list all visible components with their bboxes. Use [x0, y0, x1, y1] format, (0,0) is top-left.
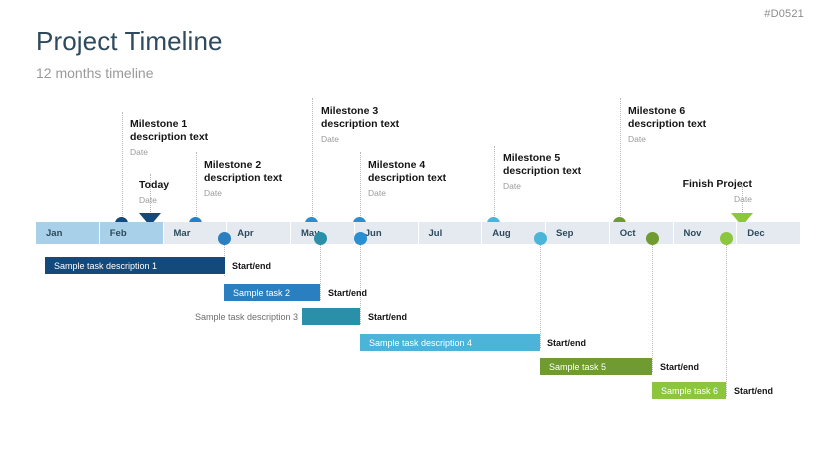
month-label: Oct — [619, 227, 636, 239]
month-label: Mar — [173, 227, 191, 239]
milestone-date: Date — [368, 188, 386, 198]
milestone-title: Milestone 1 — [130, 118, 188, 130]
milestone-label-1: Milestone 1 description text Date — [130, 118, 208, 157]
month-cell-sep[interactable]: Sep — [546, 222, 610, 244]
milestone-date: Date — [130, 147, 148, 157]
month-label: Jun — [364, 227, 382, 239]
document-id: #D0521 — [764, 8, 804, 20]
milestone-guide-finish — [742, 186, 743, 214]
milestone-date: Date — [321, 134, 339, 144]
month-cell-oct[interactable]: Oct — [609, 222, 674, 244]
month-cell-feb[interactable]: Feb — [99, 222, 164, 244]
task-startend-1: Start/end — [232, 261, 272, 271]
task-startend-2: Start/end — [328, 288, 368, 298]
milestone-date: Date — [628, 134, 646, 144]
milestone-title: Milestone 4 — [368, 159, 426, 171]
task-marker-2[interactable] — [314, 232, 327, 245]
milestone-title: Finish Project — [682, 178, 752, 190]
month-label: May — [301, 227, 320, 239]
milestone-title: Milestone 2 — [204, 159, 262, 171]
month-label: Jan — [46, 227, 63, 239]
milestone-label-4: Milestone 4 description text Date — [368, 159, 446, 198]
month-cell-aug[interactable]: Aug — [482, 222, 546, 244]
task-label-3: Sample task description 3 — [194, 312, 298, 322]
milestone-title: Today — [139, 179, 170, 191]
month-label: Jul — [428, 227, 443, 239]
task-bar-5[interactable]: Sample task 5 — [540, 358, 652, 375]
milestone-date: Date — [139, 195, 157, 205]
task-bar-6[interactable]: Sample task 6 — [652, 382, 726, 399]
task-marker-5[interactable] — [646, 232, 659, 245]
milestone-subtitle: description text — [321, 118, 400, 130]
task-bar-1[interactable]: Sample task description 1 — [45, 257, 225, 274]
task-guide-3 — [360, 242, 361, 324]
task-marker-3[interactable] — [354, 232, 367, 245]
milestone-date: Date — [503, 181, 521, 191]
milestone-subtitle: description text — [130, 131, 209, 143]
milestone-date: Date — [204, 188, 222, 198]
month-cell-jul[interactable]: Jul — [418, 222, 483, 244]
milestone-guide-today — [150, 174, 151, 214]
task-bar-4[interactable]: Sample task description 4 — [360, 334, 540, 351]
milestone-title: Milestone 6 — [628, 105, 686, 117]
month-label: Feb — [109, 227, 127, 239]
milestone-label-finish: Finish Project Date — [620, 178, 752, 204]
task-label: Sample task 5 — [549, 361, 607, 372]
milestone-subtitle: description text — [204, 172, 283, 184]
page-subtitle: 12 months timeline — [36, 65, 154, 81]
task-startend-3: Start/end — [368, 312, 408, 322]
month-axis: Jan Feb Mar Apr May Jun Jul Aug Sep Oct … — [36, 222, 800, 244]
task-guide-2 — [320, 242, 321, 300]
month-cell-jun[interactable]: Jun — [354, 222, 419, 244]
task-label: Sample task description 4 — [369, 337, 473, 348]
task-startend-5: Start/end — [660, 362, 700, 372]
milestone-guide-4 — [360, 152, 361, 224]
milestone-guide-2 — [196, 152, 197, 224]
month-label: Aug — [492, 227, 511, 239]
month-label: Sep — [556, 227, 574, 239]
task-label: Sample task 2 — [233, 287, 291, 298]
task-guide-6 — [726, 242, 727, 396]
milestone-title: Milestone 5 — [503, 152, 561, 164]
month-cell-apr[interactable]: Apr — [227, 222, 291, 244]
task-marker-1[interactable] — [218, 232, 231, 245]
milestone-label-today: Today Date — [139, 179, 169, 205]
task-marker-6[interactable] — [720, 232, 733, 245]
task-bar-2[interactable]: Sample task 2 — [224, 284, 320, 301]
milestone-subtitle: description text — [503, 165, 582, 177]
milestone-label-3: Milestone 3 description text Date — [321, 105, 399, 144]
task-guide-5 — [652, 242, 653, 372]
milestone-subtitle: description text — [628, 118, 707, 130]
milestone-subtitle: description text — [368, 172, 447, 184]
milestone-title: Milestone 3 — [321, 105, 379, 117]
task-guide-4 — [540, 242, 541, 348]
month-cell-dec[interactable]: Dec — [737, 222, 800, 244]
milestone-guide-1 — [122, 112, 123, 224]
milestone-date: Date — [734, 194, 752, 204]
milestone-guide-3 — [312, 98, 313, 224]
milestone-label-5: Milestone 5 description text Date — [503, 152, 581, 191]
milestone-label-6: Milestone 6 description text Date — [628, 105, 706, 144]
milestone-guide-6 — [620, 98, 621, 224]
month-label: Dec — [747, 227, 765, 239]
task-startend-6: Start/end — [734, 386, 774, 396]
milestone-guide-5 — [494, 146, 495, 224]
month-label: Nov — [683, 227, 702, 239]
milestone-label-2: Milestone 2 description text Date — [204, 159, 282, 198]
task-startend-4: Start/end — [547, 338, 587, 348]
month-label: Apr — [237, 227, 254, 239]
month-cell-jan[interactable]: Jan — [36, 222, 100, 244]
task-bar-3[interactable] — [302, 308, 360, 325]
task-label: Sample task 6 — [661, 385, 719, 396]
task-marker-4[interactable] — [534, 232, 547, 245]
page-title: Project Timeline — [36, 26, 223, 56]
task-label: Sample task description 1 — [54, 260, 158, 271]
